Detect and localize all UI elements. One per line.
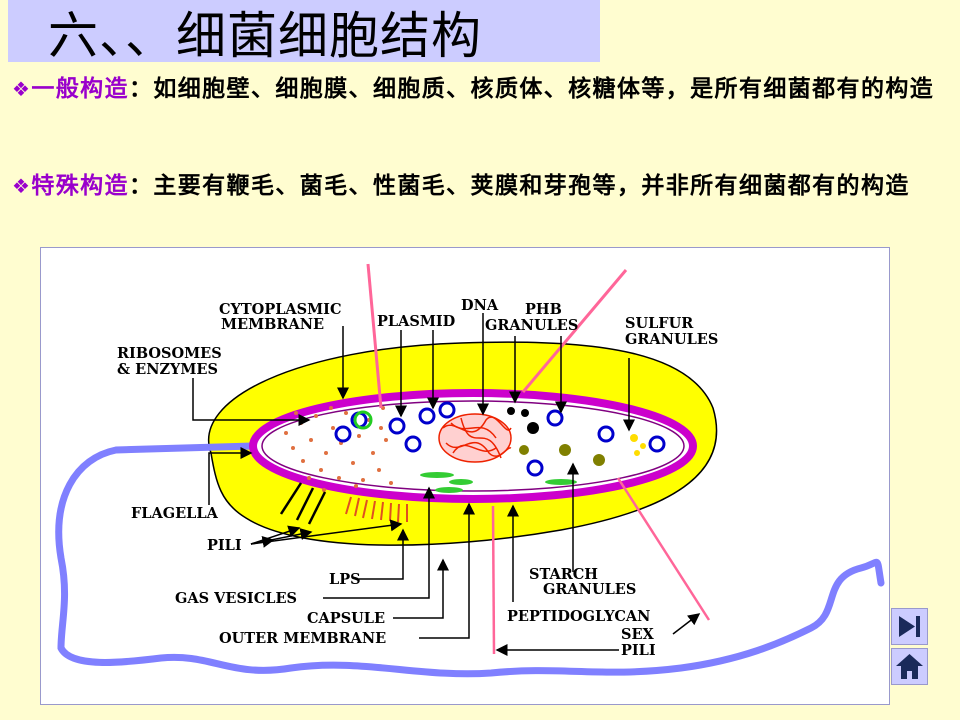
pili <box>279 482 327 525</box>
plasmids <box>334 401 666 477</box>
label-cytoplasmic: CYTOPLASMIC <box>219 301 342 318</box>
sex-pilus-top-left <box>366 263 383 409</box>
next-slide-button[interactable] <box>891 608 928 645</box>
sex-pilus-bottom-left <box>491 505 496 655</box>
label-capsule: CAPSULE <box>307 610 385 627</box>
label-outer-membrane: OUTER MEMBRANE <box>219 630 386 647</box>
leader-lines <box>192 313 701 656</box>
section-term: 特殊构造 <box>31 172 129 199</box>
bacterial-cell-diagram: CYTOPLASMIC MEMBRANE PLASMID DNA PHB GRA… <box>40 247 890 705</box>
label-starch: STARCH <box>529 566 598 583</box>
label-sex: SEX <box>621 626 655 643</box>
label-sulfur: SULFUR <box>625 315 694 332</box>
label-enzymes: & ENZYMES <box>117 361 218 378</box>
label-sulfur-granules: GRANULES <box>625 331 718 348</box>
label-starch-granules: GRANULES <box>543 581 636 598</box>
home-icon <box>896 654 923 679</box>
label-dna: DNA <box>461 297 499 314</box>
slide-title: 六、、细菌细胞结构 <box>48 7 482 65</box>
label-phb: PHB <box>525 301 562 318</box>
label-plasmid: PLASMID <box>377 313 455 330</box>
section-special: ❖特殊构造：主要有鞭毛、菌毛、性菌毛、荚膜和芽孢等，并非所有细菌都有的构造 <box>12 167 942 205</box>
label-lps: LPS <box>329 571 361 588</box>
flagellum <box>55 442 885 678</box>
title-bar: 六、、细菌细胞结构 <box>8 0 600 65</box>
diamond-bullet-icon: ❖ <box>12 77 32 101</box>
section-text: ：主要有鞭毛、菌毛、性菌毛、荚膜和芽孢等，并非所有细菌都有的构造 <box>128 172 910 199</box>
sex-pilus-bottom-right <box>616 477 711 621</box>
green-plasmid <box>353 410 373 430</box>
cell-diagram-svg: CYTOPLASMIC MEMBRANE PLASMID DNA PHB GRA… <box>55 263 885 678</box>
cytoplasmic-membrane-line <box>261 400 685 492</box>
gas-vesicles <box>420 472 577 493</box>
section-term: 一般构造 <box>31 75 129 102</box>
sex-pilus-top-right <box>521 269 628 393</box>
label-phb-granules: GRANULES <box>485 317 578 334</box>
home-button[interactable] <box>891 648 928 685</box>
label-membrane: MEMBRANE <box>221 316 324 333</box>
diamond-bullet-icon: ❖ <box>12 174 32 198</box>
label-peptidoglycan: PEPTIDOGLYCAN <box>507 608 650 625</box>
sulfur-granules <box>630 434 646 456</box>
label-flagella: FLAGELLA <box>131 505 219 522</box>
next-slide-icon <box>899 616 920 637</box>
dna-nucleoid <box>438 413 512 463</box>
label-gas-vesicles: GAS VESICLES <box>175 590 297 607</box>
section-general: ❖一般构造：如细胞壁、细胞膜、细胞质、核质体、核糖体等，是所有细菌都有的构造 <box>12 70 942 108</box>
label-ribosomes: RIBOSOMES <box>117 345 222 362</box>
lps <box>345 496 408 523</box>
label-sex-pili: PILI <box>621 642 656 659</box>
starch-granules <box>519 444 605 466</box>
phb-granules <box>507 407 539 434</box>
section-text: ：如细胞壁、细胞膜、细胞质、核质体、核糖体等，是所有细菌都有的构造 <box>128 75 935 102</box>
label-pili: PILI <box>207 537 242 554</box>
